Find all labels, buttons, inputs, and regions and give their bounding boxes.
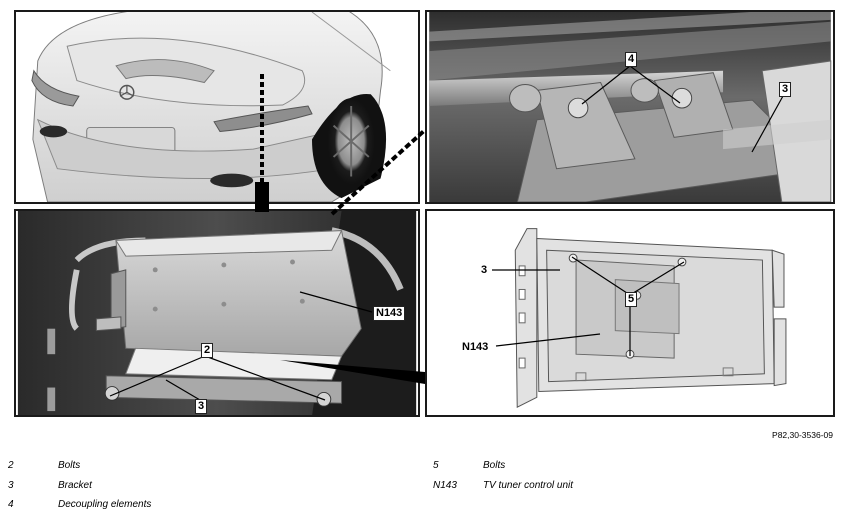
bracket-illustration	[428, 211, 832, 415]
callout-3-bottom-right: 3	[481, 264, 488, 276]
figure-reference: P82,30-3536-09	[772, 430, 833, 440]
callout-n143-bottom-left: N143	[373, 306, 406, 321]
car-rear-illustration	[18, 12, 416, 202]
callout-n143-bottom-right: N143	[462, 341, 489, 353]
panel-bracket-drawing	[425, 209, 835, 417]
callout-2-bottom-left: 2	[201, 343, 214, 358]
panel-tuner-installed	[14, 209, 420, 417]
panel-car-rear	[14, 10, 420, 204]
callout-3-top-right: 3	[779, 82, 792, 97]
callout-3-bottom-left: 3	[195, 399, 208, 414]
callout-4-top-right: 4	[625, 52, 638, 67]
panel-decoupling-closeup	[425, 10, 835, 204]
callout-5-bottom-right: 5	[625, 292, 638, 307]
tuner-installed-illustration	[17, 211, 417, 415]
decoupling-illustration	[429, 12, 832, 202]
